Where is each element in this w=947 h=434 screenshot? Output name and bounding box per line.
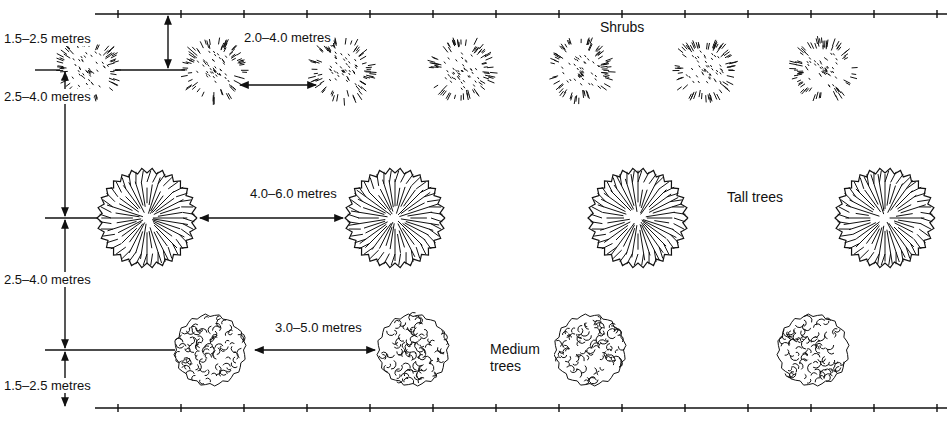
tick xyxy=(873,10,874,18)
shrub xyxy=(181,38,249,105)
shrub xyxy=(549,38,615,105)
tick xyxy=(810,10,811,18)
tall-tree xyxy=(835,168,935,267)
row-label: Tall trees xyxy=(725,190,785,205)
tick xyxy=(495,404,496,412)
tick xyxy=(873,404,874,412)
boundary-line xyxy=(95,407,947,408)
dimension-label: 1.5–2.5 metres xyxy=(2,378,93,393)
row-label: Medium trees xyxy=(488,341,554,375)
tick xyxy=(117,404,118,412)
medium-tree xyxy=(174,314,246,386)
dimension-label: 2.5–4.0 metres xyxy=(2,272,93,287)
tick xyxy=(936,10,937,18)
tick xyxy=(495,10,496,18)
dimension-label: 2.5–4.0 metres xyxy=(2,89,93,104)
dimension-arrow xyxy=(200,217,343,218)
dimension-label: 2.0–4.0 metres xyxy=(242,30,333,45)
tall-tree xyxy=(588,168,688,267)
dimension-arrow xyxy=(167,16,168,68)
tick xyxy=(432,404,433,412)
tick xyxy=(306,404,307,412)
medium-tree xyxy=(554,314,626,386)
tall-tree xyxy=(345,168,445,267)
tick xyxy=(684,404,685,412)
reference-line xyxy=(45,349,175,350)
tick xyxy=(180,404,181,412)
dimension-label: 4.0–6.0 metres xyxy=(248,186,339,201)
tick xyxy=(243,10,244,18)
dimension-arrow xyxy=(255,349,375,350)
tick-marks xyxy=(118,10,937,412)
tick xyxy=(558,10,559,18)
tick xyxy=(243,404,244,412)
tick xyxy=(369,10,370,18)
row-label: Shrubs xyxy=(598,20,646,35)
tick xyxy=(306,10,307,18)
dimension-arrow xyxy=(240,84,316,85)
tick xyxy=(621,404,622,412)
tick xyxy=(369,404,370,412)
medium-tree xyxy=(777,314,849,386)
tick xyxy=(936,404,937,412)
tick xyxy=(747,404,748,412)
dimension-label: 1.5–2.5 metres xyxy=(2,31,93,46)
tick xyxy=(684,10,685,18)
tick xyxy=(621,10,622,18)
boundary-line xyxy=(95,13,947,14)
shrub xyxy=(308,38,376,106)
tick xyxy=(432,10,433,18)
reference-line xyxy=(115,69,185,70)
tick xyxy=(558,404,559,412)
tick xyxy=(810,404,811,412)
tick xyxy=(117,10,118,18)
shrub xyxy=(673,40,738,103)
tick xyxy=(180,10,181,18)
reference-line xyxy=(45,217,98,218)
medium-tree xyxy=(377,312,449,386)
tall-tree xyxy=(97,168,197,267)
shrub xyxy=(428,38,498,101)
tick xyxy=(747,10,748,18)
shrub xyxy=(789,36,857,101)
dimension-label: 3.0–5.0 metres xyxy=(273,320,364,335)
